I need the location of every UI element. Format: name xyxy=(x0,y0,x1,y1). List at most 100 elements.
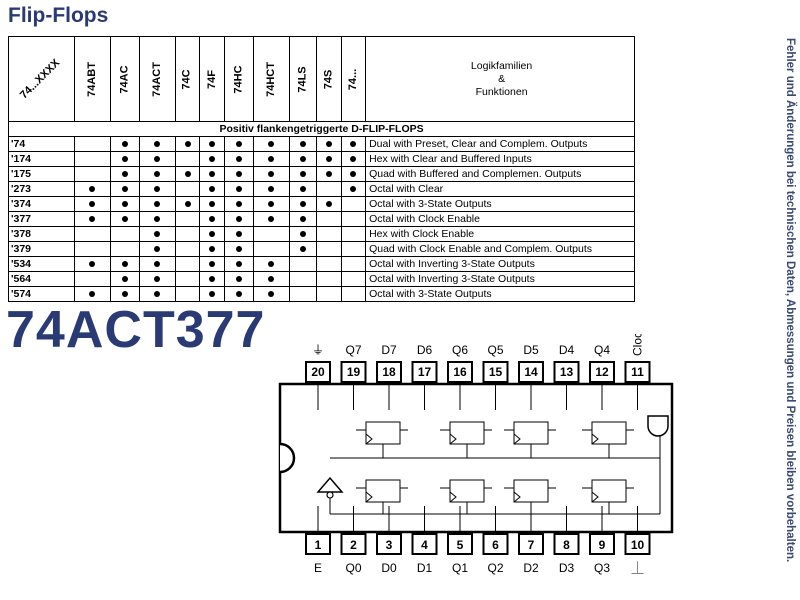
pin-box xyxy=(624,361,651,383)
family-cell xyxy=(340,241,367,257)
flip-flop-block xyxy=(365,479,401,503)
clock-edge-mark xyxy=(449,433,457,445)
family-cell xyxy=(252,256,290,272)
family-cell xyxy=(74,241,111,257)
family-cell xyxy=(138,286,176,302)
family-cell xyxy=(74,166,111,182)
availability-dot xyxy=(299,245,306,252)
availability-dot xyxy=(209,260,216,267)
family-cell xyxy=(199,226,225,242)
pin-label: Q5 xyxy=(487,343,503,357)
clock-edge-mark xyxy=(449,491,457,503)
availability-dot xyxy=(209,215,216,222)
family-cell xyxy=(252,196,290,212)
pin-number: 6 xyxy=(492,538,499,552)
availability-dot xyxy=(209,245,216,252)
family-cell xyxy=(138,211,176,227)
family-cell xyxy=(340,166,367,182)
flip-flop-block xyxy=(449,421,485,445)
pin-label: ⏊ xyxy=(631,560,643,575)
availability-dot xyxy=(235,260,242,267)
family-cell xyxy=(288,181,318,197)
availability-dot xyxy=(235,245,242,252)
family-cell xyxy=(316,166,342,182)
family-header-cell: 74S xyxy=(316,36,342,122)
availability-dot xyxy=(209,155,216,162)
family-header-cell: 74HCT xyxy=(252,36,290,122)
family-label: 74ACT xyxy=(150,61,163,97)
pin-number: 16 xyxy=(453,365,467,379)
description-cell: Hex with Clear and Buffered Inputs xyxy=(365,151,636,167)
family-cell xyxy=(223,196,254,212)
pin-box xyxy=(589,361,615,383)
availability-dot xyxy=(89,185,96,192)
flip-flop-block xyxy=(591,479,627,503)
pin-number: 17 xyxy=(418,365,432,379)
availability-dot xyxy=(268,275,275,282)
pin-box xyxy=(553,361,580,383)
family-cell xyxy=(138,226,176,242)
family-cell xyxy=(74,256,111,272)
family-cell xyxy=(138,181,176,197)
family-cell xyxy=(316,136,342,152)
family-cell xyxy=(138,241,176,257)
family-label: 74... xyxy=(346,68,359,90)
family-cell xyxy=(340,211,367,227)
family-cell xyxy=(316,181,342,197)
availability-dot xyxy=(268,155,275,162)
availability-dot xyxy=(209,275,216,282)
family-header-cell: 74HC xyxy=(223,36,254,122)
flip-flop-block xyxy=(365,421,401,445)
family-cell xyxy=(340,136,367,152)
family-label: 74HC xyxy=(232,64,245,94)
family-cell xyxy=(288,151,318,167)
family-cell xyxy=(316,196,342,212)
family-header-cell: 74... xyxy=(340,36,367,122)
pin-box xyxy=(624,533,651,555)
part-cell: '374 xyxy=(8,196,75,212)
family-cell xyxy=(252,226,290,242)
family-cell xyxy=(252,241,290,257)
family-cell xyxy=(199,166,225,182)
part-cell: '273 xyxy=(8,181,75,197)
availability-dot xyxy=(184,200,191,207)
family-label: 74LS xyxy=(296,65,309,93)
family-label: 74HCT xyxy=(264,61,277,97)
logik-line: Funktionen xyxy=(475,85,528,98)
family-cell xyxy=(109,181,140,197)
family-cell xyxy=(199,211,225,227)
family-label: 74F xyxy=(205,69,218,89)
availability-dot xyxy=(325,200,332,207)
family-cell xyxy=(138,256,176,272)
availability-dot xyxy=(299,185,306,192)
part-cell: '534 xyxy=(8,256,75,272)
clock-edge-mark xyxy=(591,491,599,503)
availability-dot xyxy=(89,290,96,297)
family-cell xyxy=(109,226,140,242)
availability-dot xyxy=(268,200,275,207)
pin-box xyxy=(305,361,331,383)
family-cell xyxy=(109,166,140,182)
availability-dot xyxy=(209,290,216,297)
family-cell xyxy=(74,211,111,227)
logik-line: & xyxy=(498,72,506,85)
pin-label: Q2 xyxy=(487,561,503,575)
pin-label: ⏚ xyxy=(312,343,324,357)
description-cell: Octal with Clock Enable xyxy=(365,211,636,227)
availability-dot xyxy=(209,185,216,192)
family-cell xyxy=(138,271,176,287)
page-title: Flip-Flops xyxy=(8,4,109,27)
family-cell xyxy=(138,136,176,152)
availability-dot xyxy=(154,155,161,162)
availability-dot xyxy=(350,170,357,177)
family-cell xyxy=(223,211,254,227)
family-cell xyxy=(199,271,225,287)
family-cell xyxy=(74,196,111,212)
logik-line: Logikfamilien xyxy=(470,59,533,72)
